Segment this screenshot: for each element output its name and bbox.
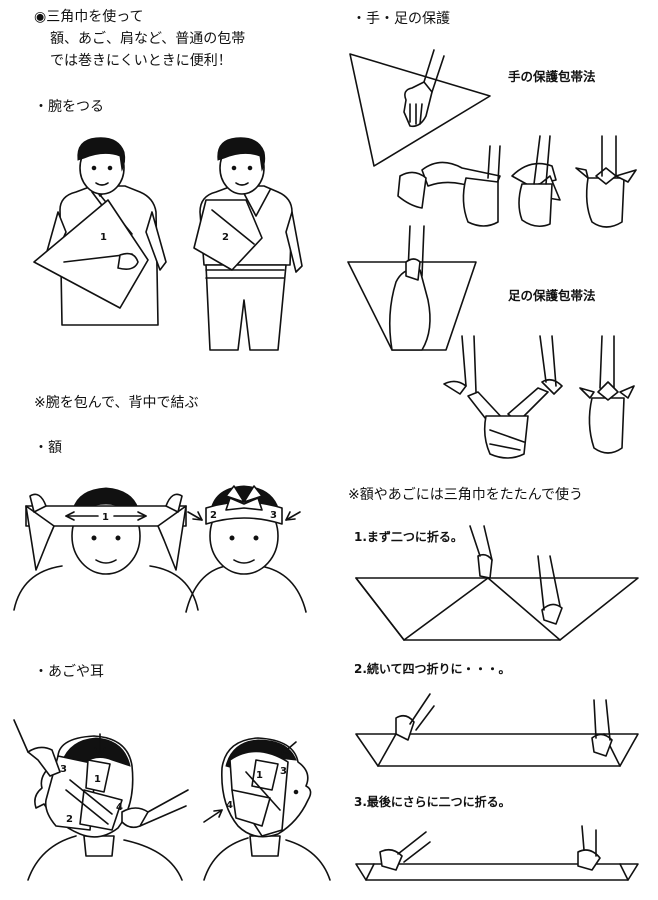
note-folding: ※額やあごには三角巾をたたんで使う xyxy=(348,487,584,503)
chin-ear-figure-2: 1 3 4 xyxy=(204,738,330,880)
label-number-4: 4 xyxy=(116,802,123,813)
label-number-1: 1 xyxy=(102,512,109,523)
foot-protection-diagram xyxy=(348,226,634,458)
arm-sling-figure-1: 1 xyxy=(34,138,166,325)
hand-protection-diagram xyxy=(350,50,636,227)
fold-step-1-diagram xyxy=(356,526,638,640)
arm-sling-figure-2: 2 xyxy=(194,138,302,350)
label-number-2: 2 xyxy=(210,510,217,521)
fold-step-2: 2.続いて四つ折りに・・・。 xyxy=(354,662,511,676)
label-number-3: 3 xyxy=(60,764,67,775)
fold-step-3: 3.最後にさらに二つに折る。 xyxy=(354,795,511,809)
intro-line-3: では巻きにくいときに便利！ xyxy=(50,53,232,69)
forehead-figure-2: 2 3 xyxy=(186,486,306,612)
heading-arm-sling: ・腕をつる xyxy=(34,99,104,115)
heading-chin-ear: ・あごや耳 xyxy=(34,664,104,680)
label-number-2: 2 xyxy=(222,232,229,243)
fold-step-1: 1.まず二つに折る。 xyxy=(354,530,463,544)
label-number-1: 1 xyxy=(100,232,107,243)
label-number-1: 1 xyxy=(94,774,101,785)
chin-ear-figure-1: 3 1 2 4 xyxy=(14,720,188,880)
heading-forehead: ・額 xyxy=(34,440,62,456)
label-hand-method: 手の保護包帯法 xyxy=(508,69,596,84)
intro-title: ◉三角巾を使って xyxy=(34,9,144,25)
heading-hand-foot: ・手・足の保護 xyxy=(352,11,450,27)
label-number-2: 2 xyxy=(66,814,73,825)
note-arm-sling: ※腕を包んで、背中で結ぶ xyxy=(34,395,199,411)
label-number-4: 4 xyxy=(226,800,233,811)
label-foot-method: 足の保護包帯法 xyxy=(508,288,596,303)
label-number-1: 1 xyxy=(256,770,263,781)
forehead-figure-1: 1 xyxy=(14,488,198,610)
fold-step-3-diagram xyxy=(356,826,638,880)
label-number-3: 3 xyxy=(270,510,277,521)
label-number-3: 3 xyxy=(280,766,287,777)
intro-line-2: 額、あご、肩など、普通の包帯 xyxy=(50,31,246,47)
fold-step-2-diagram xyxy=(356,694,638,766)
